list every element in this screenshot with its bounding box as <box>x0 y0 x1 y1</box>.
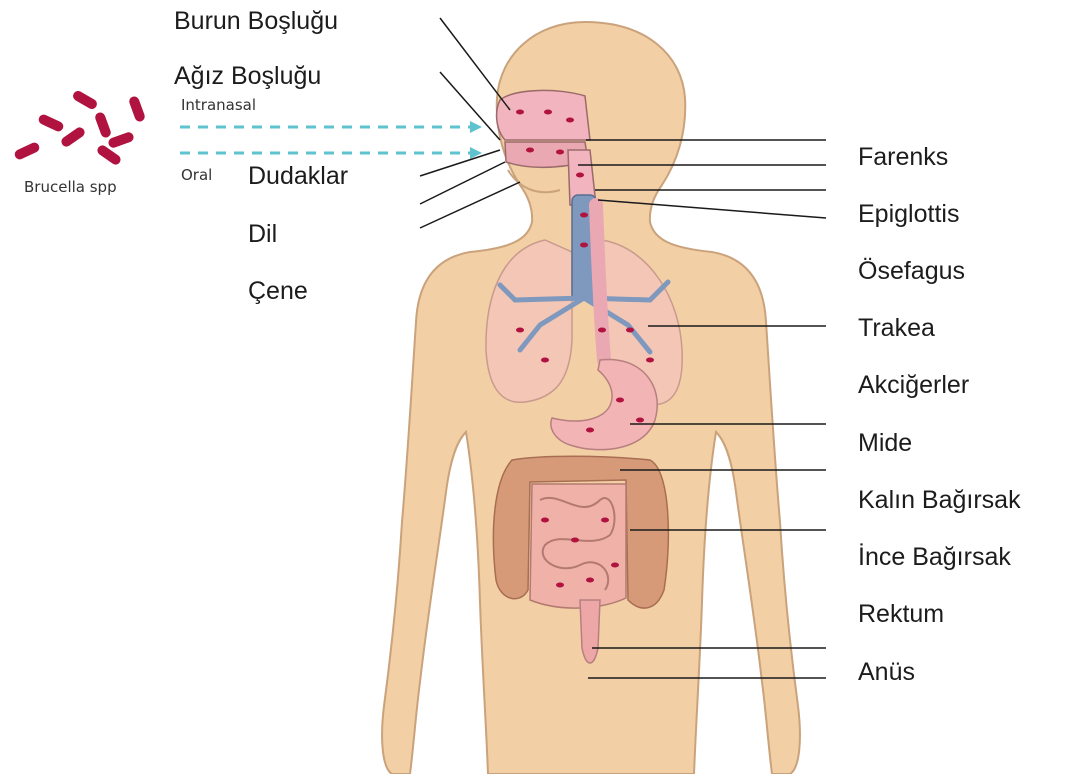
label-osefagus: Ösefagus <box>858 256 965 286</box>
label-epiglottis: Epiglottis <box>858 199 959 229</box>
label-farenks: Farenks <box>858 142 948 172</box>
label-burun-bosluğu: Burun Boşluğu <box>174 6 338 36</box>
pathogen-label: Brucella spp <box>24 178 117 196</box>
label-anus: Anüs <box>858 657 915 687</box>
route-oral-label: Oral <box>181 166 212 184</box>
route-intranasal-label: Intranasal <box>181 96 256 114</box>
intranasal-arrowhead <box>470 121 482 133</box>
label-rektum: Rektum <box>858 599 944 629</box>
label-agiz-boslugu: Ağız Boşluğu <box>174 61 321 91</box>
label-trakea: Trakea <box>858 313 935 343</box>
label-mide: Mide <box>858 428 912 458</box>
esophagus <box>596 205 604 360</box>
rectum <box>580 600 600 663</box>
label-kalin-bagirsak: Kalın Bağırsak <box>858 485 1021 515</box>
label-dil: Dil <box>248 219 277 249</box>
bacteria-icon <box>13 89 146 166</box>
entry-arrows <box>180 127 470 153</box>
label-akcigerler: Akciğerler <box>858 370 969 400</box>
label-dudaklar: Dudaklar <box>248 161 348 191</box>
nasal-cavity <box>497 90 590 140</box>
label-cene: Çene <box>248 276 308 306</box>
label-ince-bagirsak: İnce Bağırsak <box>858 542 1011 572</box>
